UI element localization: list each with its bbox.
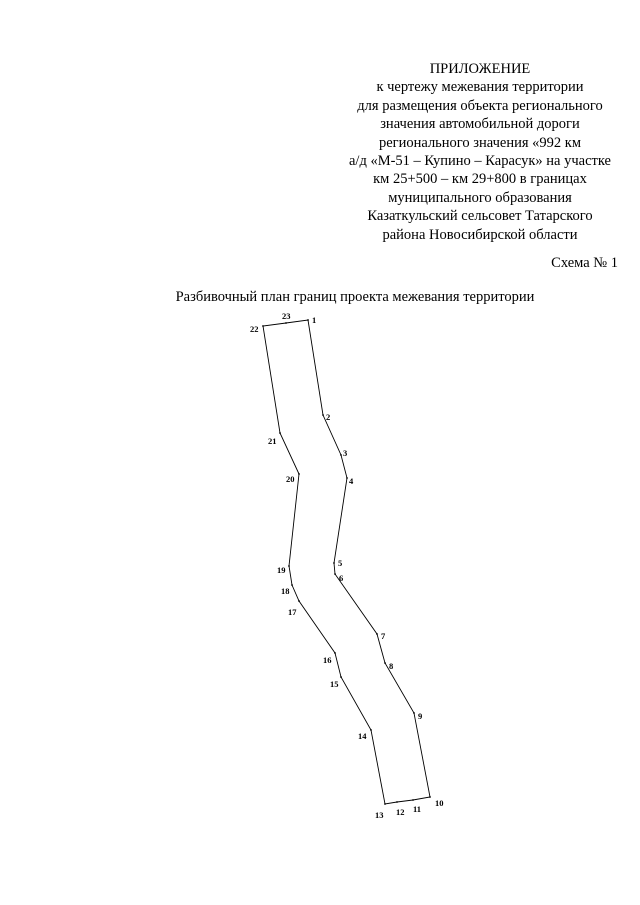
vertex-marker bbox=[384, 803, 386, 805]
vertex-label: 11 bbox=[413, 804, 421, 814]
vertex-marker bbox=[396, 801, 398, 803]
vertex-label: 22 bbox=[250, 324, 259, 334]
appendix-line: района Новосибирской области bbox=[382, 226, 578, 243]
vertex-label: 2 bbox=[326, 412, 330, 422]
appendix-line: значения автомобильной дороги bbox=[380, 116, 580, 133]
vertex-label: 19 bbox=[277, 565, 286, 575]
vertex-marker bbox=[384, 662, 386, 664]
vertex-label: 9 bbox=[418, 711, 422, 721]
vertex-marker bbox=[291, 584, 293, 586]
appendix-header: ПРИЛОЖЕНИЕ к чертежу межевания территори… bbox=[330, 60, 630, 244]
vertex-label: 14 bbox=[358, 731, 367, 741]
appendix-line: к чертежу межевания территории bbox=[376, 79, 584, 96]
vertex-label: 4 bbox=[349, 476, 354, 486]
vertex-marker bbox=[334, 652, 336, 654]
vertex-label: 10 bbox=[435, 798, 444, 808]
vertex-markers bbox=[262, 319, 431, 805]
vertex-marker bbox=[376, 633, 378, 635]
vertex-marker bbox=[307, 319, 309, 321]
appendix-line: для размещения объекта регионального bbox=[357, 97, 603, 114]
vertex-label: 21 bbox=[268, 436, 277, 446]
vertex-label: 6 bbox=[339, 573, 343, 583]
vertex-label: 23 bbox=[282, 311, 291, 321]
vertex-marker bbox=[279, 432, 281, 434]
vertex-label: 13 bbox=[375, 810, 384, 820]
vertex-marker bbox=[334, 573, 336, 575]
vertex-marker bbox=[288, 565, 290, 567]
boundary-polygon bbox=[262, 319, 431, 805]
vertex-label: 12 bbox=[396, 807, 405, 817]
appendix-line: а/д «М-51 – Купино – Карасук» на участке bbox=[348, 153, 611, 170]
vertex-label: 16 bbox=[323, 655, 332, 665]
appendix-line: регионального значения «992 км bbox=[378, 134, 582, 151]
vertex-marker bbox=[340, 676, 342, 678]
vertex-label: 17 bbox=[288, 607, 297, 617]
vertex-marker bbox=[262, 325, 264, 327]
vertex-label: 8 bbox=[389, 661, 393, 671]
plan-title: Разбивочный план границ проекта межевани… bbox=[175, 289, 535, 305]
vertex-label: 15 bbox=[330, 679, 339, 689]
appendix-line: Казаткульский сельсовет Татарского bbox=[367, 208, 593, 225]
vertex-marker bbox=[298, 600, 300, 602]
vertex-marker bbox=[412, 799, 414, 801]
appendix-line: муниципального образования bbox=[388, 189, 572, 206]
vertex-label: 1 bbox=[312, 315, 316, 325]
vertex-label: 7 bbox=[381, 631, 386, 641]
appendix-title: ПРИЛОЖЕНИЕ bbox=[429, 61, 531, 77]
vertex-marker bbox=[429, 796, 431, 798]
vertex-label: 5 bbox=[338, 558, 342, 568]
scheme-label: Схема № 1 bbox=[551, 255, 618, 271]
vertex-marker bbox=[346, 477, 348, 479]
vertex-label: 20 bbox=[286, 474, 295, 484]
vertex-marker bbox=[298, 473, 300, 475]
vertex-label: 18 bbox=[281, 586, 290, 596]
vertex-marker bbox=[413, 712, 415, 714]
vertex-marker bbox=[340, 454, 342, 456]
vertex-marker bbox=[333, 562, 335, 564]
vertex-label: 3 bbox=[343, 448, 347, 458]
vertex-marker bbox=[322, 414, 324, 416]
vertex-marker bbox=[370, 729, 372, 731]
vertex-marker bbox=[285, 322, 287, 324]
appendix-line: км 25+500 – км 29+800 в границах bbox=[373, 171, 587, 188]
